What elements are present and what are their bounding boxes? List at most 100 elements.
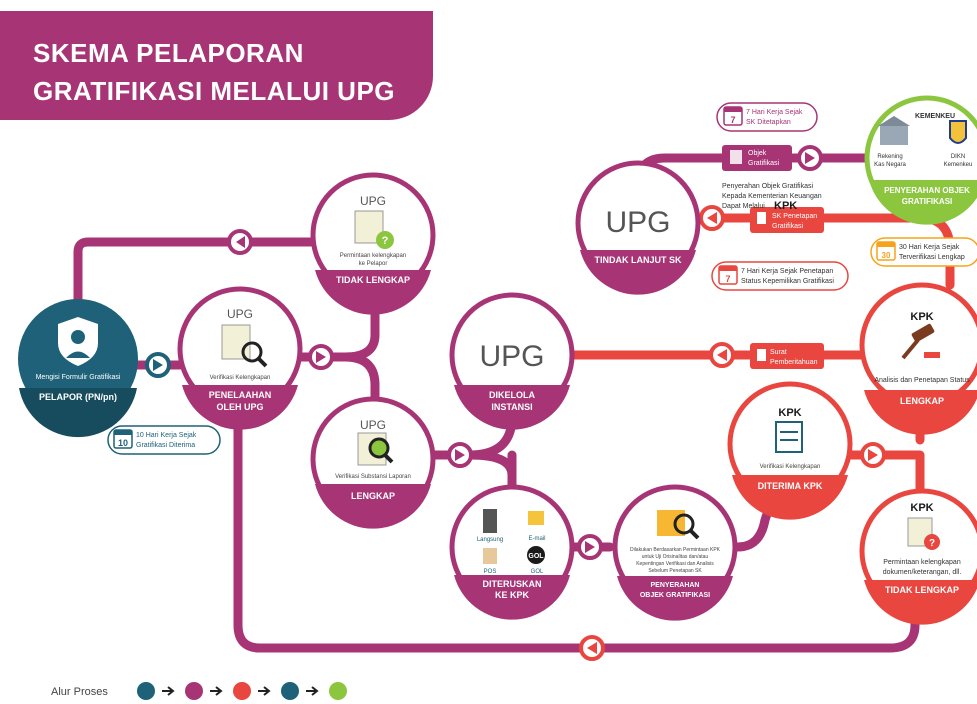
upg-logo: UPG xyxy=(605,206,670,239)
tidak-lengkap-kpk-desc-2: dokumen/keterangan, dll. xyxy=(883,569,962,576)
user-shield-icon xyxy=(58,317,98,366)
document-scan-icon xyxy=(775,421,803,453)
option-email: E-mail xyxy=(528,536,545,542)
calendar-number: 30 xyxy=(882,251,891,260)
arrow-dot-2 xyxy=(145,352,171,378)
legend-arrow-icon xyxy=(210,686,223,696)
callout-7-hari-penetapan: 7 7 Hari Kerja Sejak Penetapan Status Ke… xyxy=(711,261,849,291)
arrow-dot-6 xyxy=(579,635,605,661)
penelaahan-desc: Verifikasi Kelengkapan xyxy=(210,375,271,381)
legend-arrow-icon xyxy=(306,686,319,696)
tag-objek-line1: Objek xyxy=(748,150,767,157)
arrow-dot-5 xyxy=(577,534,603,560)
node-pelapor: Mengisi Formulir Gratifikasi PELAPOR (PN… xyxy=(18,299,138,438)
note-line-2: Kepada Kementerian Keuangan xyxy=(722,193,822,200)
tidak-lengkap-kpk-label: TIDAK LENGKAP xyxy=(885,585,959,595)
tidak-lengkap-upg-desc-2: ke Pelapor xyxy=(359,261,388,267)
tag-sk-line1: SK Penetapan xyxy=(772,213,817,220)
tag-surat-pemberitahuan: Surat Pemberitahuan xyxy=(750,343,824,369)
node-lengkap-upg: UPG Verifikasi Substansi Laporan LENGKAP xyxy=(310,396,436,529)
letter-icon xyxy=(757,349,766,361)
callout-7sk-line-1: 7 Hari Kerja Sejak xyxy=(746,109,803,116)
penyerahan-desc-2: untuk Uji Orisinalitas dan/atau xyxy=(642,554,709,560)
callout-30-line-2: Terverifikasi Lengkap xyxy=(899,254,965,261)
node-tidak-lengkap-kpk: KPK ? Permintaan kelengkapan dokumen/ket… xyxy=(859,488,977,625)
kpk-logo: KPK xyxy=(910,311,933,323)
penelaahan-label-1: PENELAAHAN xyxy=(209,390,272,400)
diteruskan-label-1: DITERUSKAN xyxy=(482,579,541,589)
arrow-dot-3 xyxy=(308,344,334,370)
kemenkeu-emblem-icon xyxy=(949,120,967,144)
calendar-number: 10 xyxy=(118,438,128,448)
gavel-icon xyxy=(901,323,940,360)
kpk-logo: KPK xyxy=(910,502,933,514)
node-tindak-lanjut-sk: UPG TINDAK LANJUT SK xyxy=(575,160,701,295)
dikelola-label-1: DIKELOLA xyxy=(489,390,535,400)
tindak-lanjut-label: TINDAK LANJUT SK xyxy=(595,255,682,265)
penyerahan-desc-4: Sebelum Penetapan SK xyxy=(648,568,702,574)
arrow-dot-4 xyxy=(447,442,473,468)
penyerahan-label-2: OBJEK GRATIFIKASI xyxy=(640,592,710,599)
option-langsung: Langsung xyxy=(477,537,503,543)
node-penelaahan: UPG Verifikasi Kelengkapan PENELAAHAN OL… xyxy=(177,286,303,430)
option-pos: POS xyxy=(484,569,497,575)
gift-icon xyxy=(730,150,742,164)
direction-arrows xyxy=(145,145,886,661)
svg-text:?: ? xyxy=(382,235,389,247)
kemenkeu-note: Penyerahan Objek Gratifikasi Kepada Keme… xyxy=(722,183,822,212)
tidak-lengkap-upg-desc-1: Permintaan kelengkapan xyxy=(340,253,406,259)
legend-dot xyxy=(137,682,155,700)
arrow-dot-9 xyxy=(709,342,735,368)
penyerahan-desc-1: Dilakukan Berdasarkan Permintaan KPK xyxy=(630,547,721,553)
node-dikelola-instansi: UPG DIKELOLA INSTANSI xyxy=(449,292,575,430)
pelapor-desc: Mengisi Formulir Gratifikasi xyxy=(36,374,121,381)
bank-icon xyxy=(878,116,910,145)
option-gol: GOL xyxy=(531,569,544,575)
callout-7pen-line-1: 7 Hari Kerja Sejak Penetapan xyxy=(741,268,833,275)
legend-arrow-icon xyxy=(162,686,175,696)
document-check-icon xyxy=(357,432,394,466)
callout-10-line-1: 10 Hari Kerja Sejak xyxy=(136,432,197,439)
note-line-3: Dapat Melalui xyxy=(722,203,765,210)
kemenkeu-kas-negara: Kas Negara xyxy=(874,162,906,168)
diterima-label: DITERIMA KPK xyxy=(758,481,823,491)
calendar-number: 7 xyxy=(725,274,730,284)
callout-30-line-1: 30 Hari Kerja Sejak xyxy=(899,244,960,251)
tag-sk-penetapan: SK Penetapan Gratifikasi xyxy=(750,207,824,233)
tag-surat-line2: Pemberitahuan xyxy=(770,359,818,366)
node-diterima-kpk: KPK Verifikasi Kelengkapan DITERIMA KPK xyxy=(727,381,853,520)
upg-logo: UPG xyxy=(479,340,544,373)
upg-logo: UPG xyxy=(227,307,253,321)
building-icon xyxy=(483,509,497,533)
legend: Alur Proses xyxy=(51,682,347,700)
lengkap-upg-label: LENGKAP xyxy=(351,491,395,501)
node-diteruskan-kpk: GOL Langsung E-mail POS GOL DITERUSKAN K… xyxy=(449,484,575,620)
pelapor-label: PELAPOR (PN/pn) xyxy=(39,392,117,402)
envelope-icon xyxy=(483,548,497,564)
arrow-dot-8 xyxy=(699,205,725,231)
legend-dot xyxy=(233,682,251,700)
upg-logo: UPG xyxy=(360,418,386,432)
kemenkeu-label-2: GRATIFIKASI xyxy=(902,197,953,206)
callout-10-hari: 10 10 Hari Kerja Sejak Gratifikasi Diter… xyxy=(107,425,221,455)
kemenkeu-label-1: PENYERAHAN OBJEK xyxy=(884,186,970,195)
document-question-icon: ? xyxy=(354,210,394,249)
tidak-lengkap-kpk-desc-1: Permintaan kelengkapan xyxy=(883,559,961,566)
kemenkeu-header: KEMENKEU xyxy=(915,113,955,120)
callout-30-hari: 30 30 Hari Kerja Sejak Terverifikasi Len… xyxy=(870,237,977,267)
title-banner: SKEMA PELAPORAN GRATIFIKASI MELALUI UPG xyxy=(0,11,433,120)
callout-7pen-line-2: Status Kepemilikan Gratifikasi xyxy=(741,278,834,285)
penyerahan-desc-3: Kepentingan Verifikasi dan Analisis xyxy=(636,561,714,567)
email-icon xyxy=(528,511,544,525)
kemenkeu-dikn: DIKN xyxy=(951,154,965,160)
upg-logo: UPG xyxy=(360,194,386,208)
legend-dot xyxy=(185,682,203,700)
penyerahan-label-1: PENYERAHAN xyxy=(650,582,699,589)
diteruskan-label-2: KE KPK xyxy=(495,590,530,600)
penelaahan-label-2: OLEH UPG xyxy=(216,402,263,412)
dikelola-label-2: INSTANSI xyxy=(491,402,532,412)
node-penyerahan-objek: Dilakukan Berdasarkan Permintaan KPK unt… xyxy=(612,484,738,621)
legend-arrow-icon xyxy=(258,686,271,696)
node-tidak-lengkap-upg: UPG ? Permintaan kelengkapan ke Pelapor … xyxy=(310,172,436,315)
